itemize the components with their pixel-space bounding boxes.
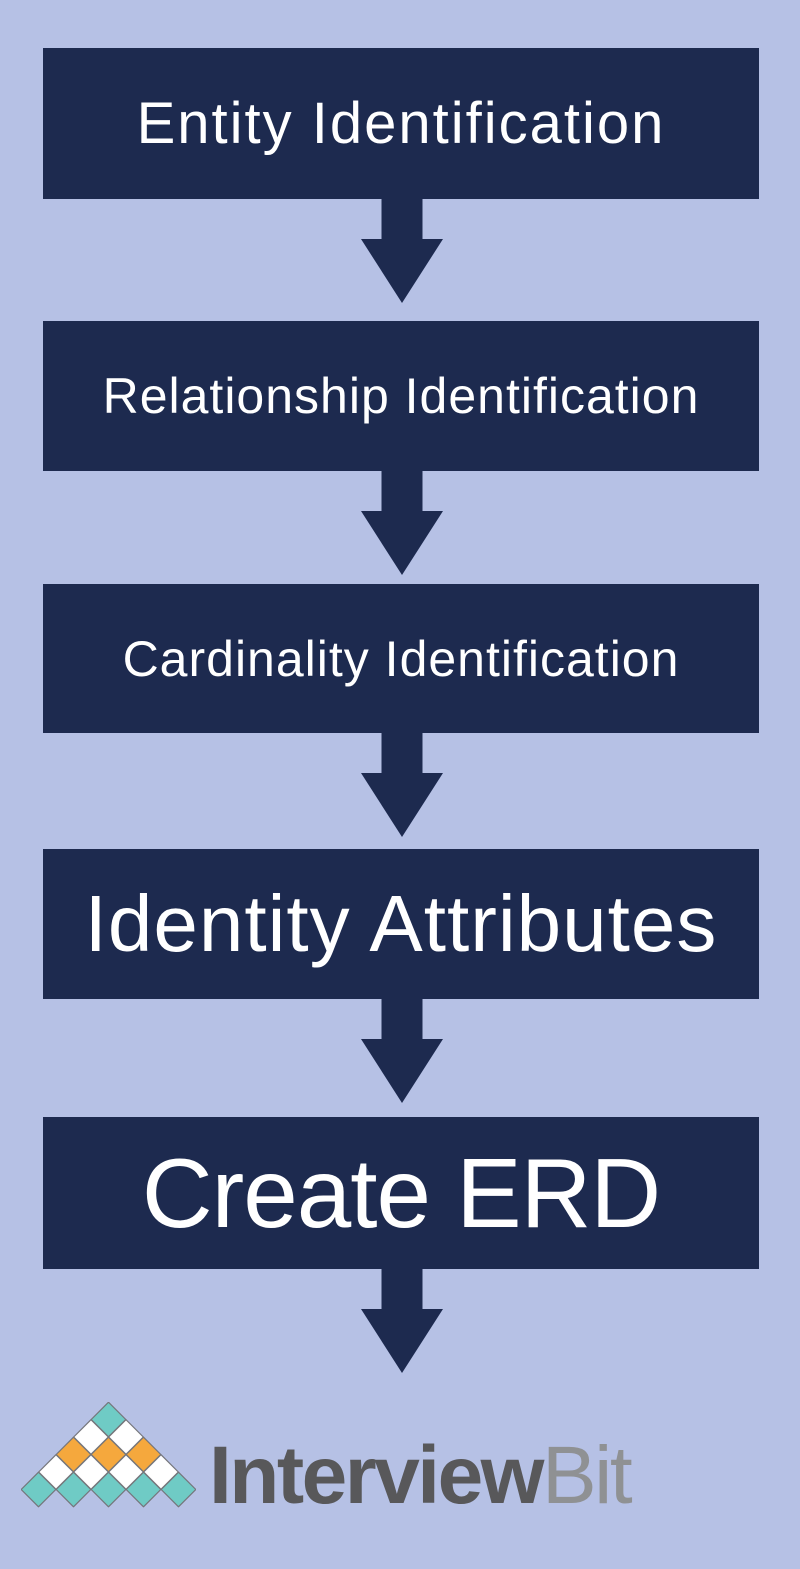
step-box-cardinality-identification: Cardinality Identification — [43, 584, 759, 733]
step-box-create-erd: Create ERD — [43, 1117, 759, 1269]
down-arrow-icon — [361, 1268, 443, 1373]
step-label-create-erd: Create ERD — [141, 1137, 661, 1248]
step-label-entity-identification: Entity Identification — [136, 91, 666, 156]
down-arrow-icon — [361, 998, 443, 1103]
step-label-cardinality-identification: Cardinality Identification — [122, 630, 680, 687]
step-box-relationship-identification: Relationship Identification — [43, 321, 759, 471]
step-label-relationship-identification: Relationship Identification — [102, 368, 700, 424]
diamond-pyramid-icon — [21, 1402, 196, 1508]
down-arrow-icon — [361, 732, 443, 837]
down-arrow-icon — [361, 198, 443, 303]
down-arrow-icon — [361, 470, 443, 575]
step-label-identity-attributes: Identity Attributes — [84, 879, 718, 968]
step-box-identity-attributes: Identity Attributes — [43, 849, 759, 999]
brand-primary-text: Interview — [209, 1430, 544, 1521]
interviewbit-wordmark: InterviewBit — [209, 1430, 633, 1521]
step-box-entity-identification: Entity Identification — [43, 48, 759, 199]
brand-secondary-text: Bit — [541, 1430, 633, 1521]
